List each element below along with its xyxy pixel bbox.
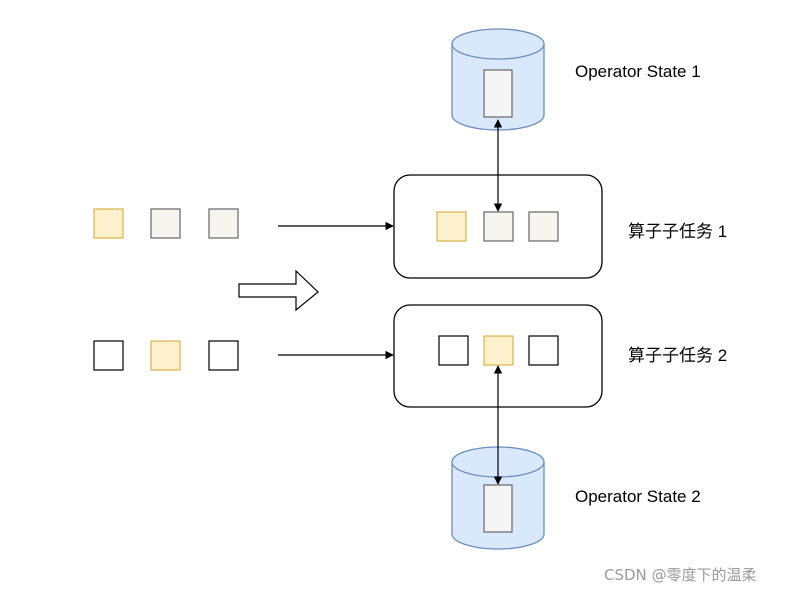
subtask1-record-3: [528, 211, 559, 242]
subtask2-label: 算子子任务 2: [628, 346, 728, 365]
input1-record-1: [93, 208, 124, 239]
input2-record-3: [208, 340, 239, 371]
input1-record-3: [208, 208, 239, 239]
block-arrow: [238, 269, 319, 312]
subtask1-record-2: [483, 211, 514, 242]
subtask2-record-3: [528, 335, 559, 366]
input2-record-2: [150, 340, 181, 371]
subtask2-record-2: [483, 335, 514, 366]
input2-record-1: [93, 340, 124, 371]
state1-database-icon: [451, 28, 545, 131]
state2-label: Operator State 2: [575, 487, 701, 506]
subtask1-label: 算子子任务 1: [628, 222, 728, 241]
watermark: CSDN @零度下的温柔: [604, 566, 757, 584]
subtask1-record-1: [436, 211, 467, 242]
subtask2-record-1: [438, 335, 469, 366]
input1-record-2: [150, 208, 181, 239]
state1-label: Operator State 1: [575, 62, 701, 81]
